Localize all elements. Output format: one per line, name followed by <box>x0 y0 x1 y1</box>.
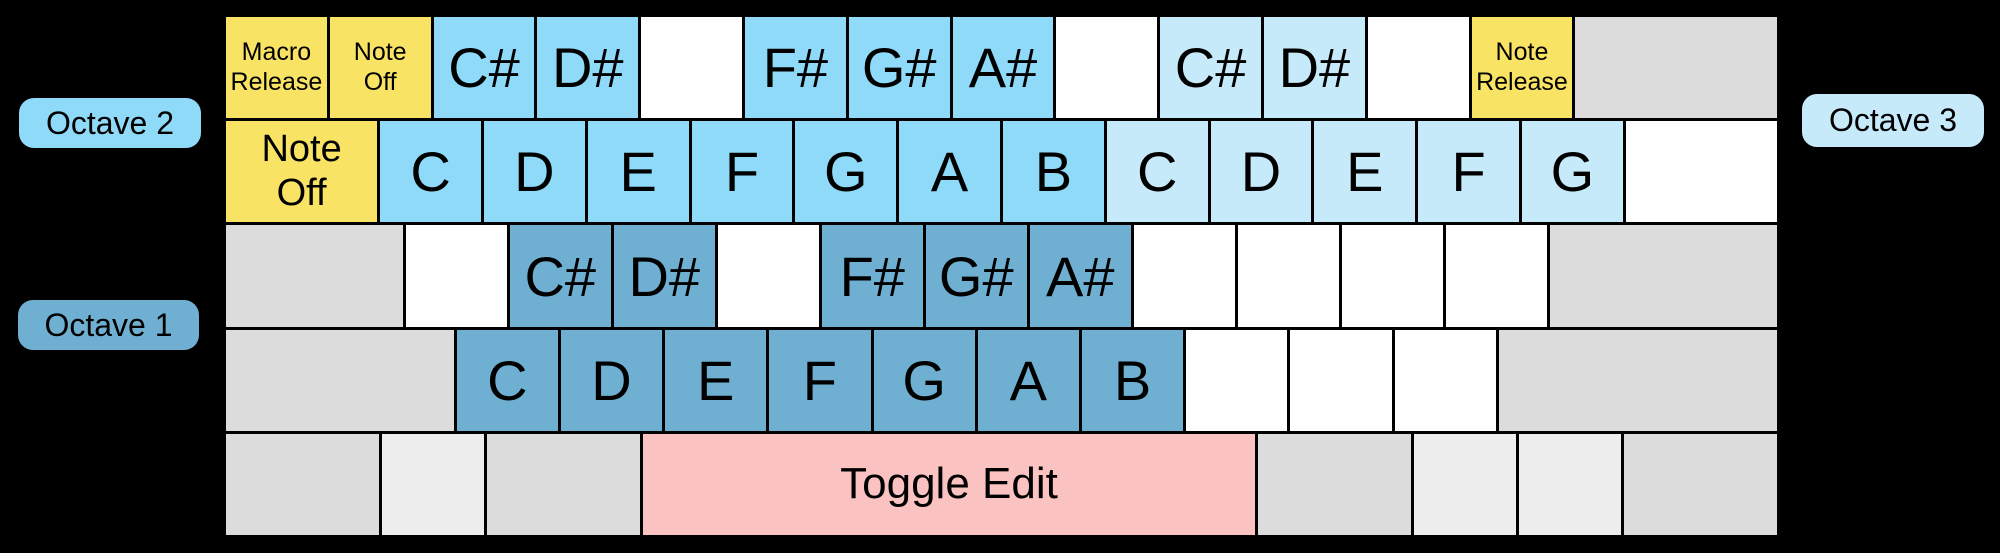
key-q-note-c-oct2: C <box>380 121 481 223</box>
key-7-note-a-sharp-oct2: A# <box>952 17 1054 119</box>
key-s-note-c-sharp-oct1: C# <box>509 225 611 327</box>
key-left-shift <box>226 329 454 431</box>
octave-1-label: Octave 1 <box>18 300 199 350</box>
key-l-unassigned <box>1237 225 1339 327</box>
key-v-note-f-oct1: F <box>769 329 871 431</box>
key-z-note-c-oct1: C <box>456 329 558 431</box>
key-9-note-c-sharp-oct3: C# <box>1160 17 1261 119</box>
octave-3-label: Octave 3 <box>1802 94 1984 147</box>
key-menu <box>1519 433 1621 536</box>
key-grave-macro-release: Macro Release <box>226 17 327 119</box>
key-p-note-e-oct3: E <box>1314 121 1416 223</box>
key-left-ctrl <box>226 433 379 536</box>
key-4-unassigned <box>641 17 742 119</box>
bottom-row: Toggle Edit <box>226 433 1777 536</box>
key-j-note-a-sharp-oct1: A# <box>1029 225 1131 327</box>
key-bracket-right-note-g-oct3: G <box>1521 121 1623 223</box>
key-i-note-c-oct3: C <box>1106 121 1208 223</box>
key-h-note-g-sharp-oct1: G# <box>925 225 1027 327</box>
key-c-note-e-oct1: E <box>665 329 767 431</box>
key-right-shift <box>1498 329 1778 431</box>
key-semicolon-unassigned <box>1341 225 1443 327</box>
key-left-alt <box>487 433 640 536</box>
key-y-note-a-oct2: A <box>899 121 1000 223</box>
key-right-win <box>1414 433 1516 536</box>
key-1-note-off: Note Off <box>329 17 431 119</box>
key-0-note-d-sharp-oct3: D# <box>1263 17 1365 119</box>
key-right-ctrl <box>1624 433 1777 536</box>
key-2-note-c-sharp-oct2: C# <box>433 17 535 119</box>
key-quote-unassigned <box>1445 225 1547 327</box>
key-comma-unassigned <box>1186 329 1288 431</box>
key-tab-note-off: Note Off <box>226 121 378 223</box>
key-w-note-d-oct2: D <box>484 121 585 223</box>
key-5-note-f-sharp-oct2: F# <box>744 17 846 119</box>
key-6-note-g-sharp-oct2: G# <box>848 17 950 119</box>
key-bracket-left-note-f-oct3: F <box>1418 121 1519 223</box>
key-d-note-d-sharp-oct1: D# <box>613 225 715 327</box>
key-r-note-f-oct2: F <box>691 121 793 223</box>
key-x-note-d-oct1: D <box>560 329 663 431</box>
key-u-note-b-oct2: B <box>1002 121 1104 223</box>
key-b-note-g-oct1: G <box>873 329 975 431</box>
octave-2-label: Octave 2 <box>19 98 201 148</box>
home-row: C#D# F#G#A# <box>226 225 1777 327</box>
key-8-unassigned <box>1056 17 1158 119</box>
key-t-note-g-oct2: G <box>795 121 897 223</box>
key-e-note-e-oct2: E <box>587 121 689 223</box>
key-f-unassigned <box>717 225 819 327</box>
key-right-alt <box>1258 433 1411 536</box>
key-3-note-d-sharp-oct2: D# <box>537 17 639 119</box>
key-a-unassigned <box>405 225 507 327</box>
key-g-note-f-sharp-oct1: F# <box>821 225 923 327</box>
key-space-toggle-edit: Toggle Edit <box>643 433 1255 536</box>
key-n-note-a-oct1: A <box>977 329 1079 431</box>
key-left-win <box>382 433 484 536</box>
key-o-note-d-oct3: D <box>1210 121 1312 223</box>
key-minus-unassigned <box>1367 17 1469 119</box>
key-capslock <box>226 225 403 327</box>
key-slash-unassigned <box>1394 329 1496 431</box>
key-k-unassigned <box>1133 225 1235 327</box>
key-enter <box>1549 225 1777 327</box>
key-backspace <box>1575 17 1777 119</box>
key-backslash-unassigned <box>1625 121 1777 223</box>
key-m-note-b-oct1: B <box>1081 329 1184 431</box>
key-equals-note-release: Note Release <box>1471 17 1573 119</box>
key-period-unassigned <box>1290 329 1392 431</box>
